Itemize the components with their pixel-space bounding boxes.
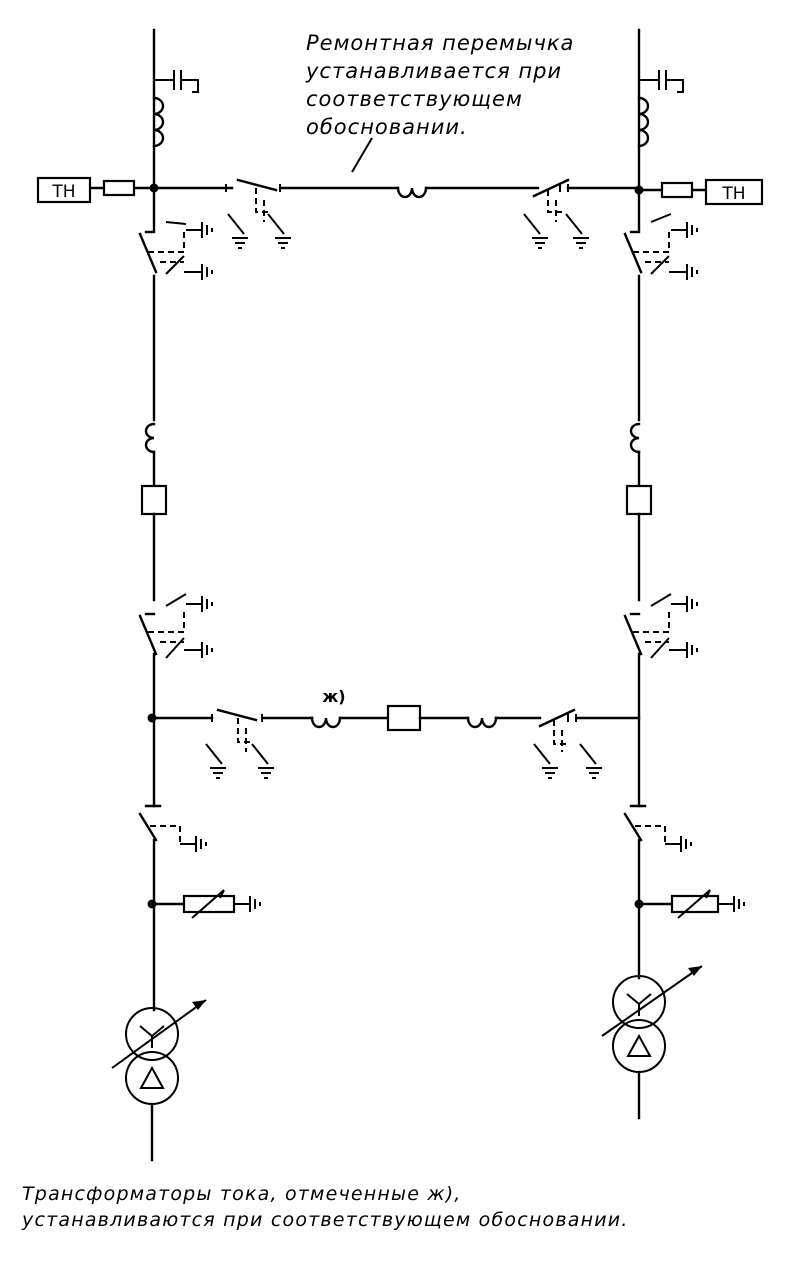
left-power-transformer: [111, 999, 207, 1162]
right-top-disconnector: [623, 188, 698, 422]
left-low-disconnector: [138, 804, 207, 1012]
bridge-ct-marked: [310, 716, 342, 729]
right-vt-fuse: [660, 181, 694, 199]
right-branch: ТН: [601, 28, 764, 1120]
right-mid-disconnector: [623, 593, 698, 808]
right-low-disconnector: [623, 804, 692, 980]
right-breaker: [625, 484, 653, 516]
left-vt-fuse: [102, 179, 136, 197]
bridge-ct: [466, 716, 498, 729]
footnote-line-1: Трансформаторы тока, отмеченные ж),: [22, 1183, 462, 1205]
right-vt-label: ТН: [721, 184, 745, 204]
note-line-2: устанавливается при: [305, 59, 562, 83]
note-line-3: соответствующем: [306, 87, 523, 111]
note-line-4: обосновании.: [306, 115, 468, 139]
right-power-transformer: [601, 965, 703, 1120]
left-ct-upper: [144, 422, 156, 454]
footnote-line-2: устанавливаются при соответствующем обос…: [21, 1209, 629, 1231]
right-ct-upper: [629, 422, 641, 454]
right-line-trap: [637, 96, 650, 148]
ct-mark-label: ж): [322, 687, 345, 706]
jumper-ct: [396, 186, 428, 199]
repair-jumper: [152, 137, 641, 249]
right-coupling-capacitor: [639, 70, 684, 93]
bridge-breaker: [386, 704, 422, 732]
left-surge-arrester: [182, 889, 261, 919]
left-mid-disconnector: [138, 593, 213, 808]
lower-bridge: ж): [150, 687, 641, 779]
right-vt-box: [704, 178, 764, 206]
left-line-trap: [152, 96, 165, 148]
repair-jumper-note: Ремонтная перемычка устанавливается при …: [305, 31, 574, 139]
left-branch: ТН: [36, 28, 261, 1162]
left-top-disconnector: [138, 186, 213, 422]
left-vt-label: ТН: [51, 182, 75, 202]
left-vt-box: [36, 176, 92, 204]
left-breaker: [140, 484, 168, 516]
left-coupling-capacitor: [154, 70, 199, 93]
note-line-1: Ремонтная перемычка: [306, 31, 574, 55]
footnote: Трансформаторы тока, отмеченные ж), уста…: [21, 1183, 629, 1231]
right-surge-arrester: [670, 889, 745, 919]
